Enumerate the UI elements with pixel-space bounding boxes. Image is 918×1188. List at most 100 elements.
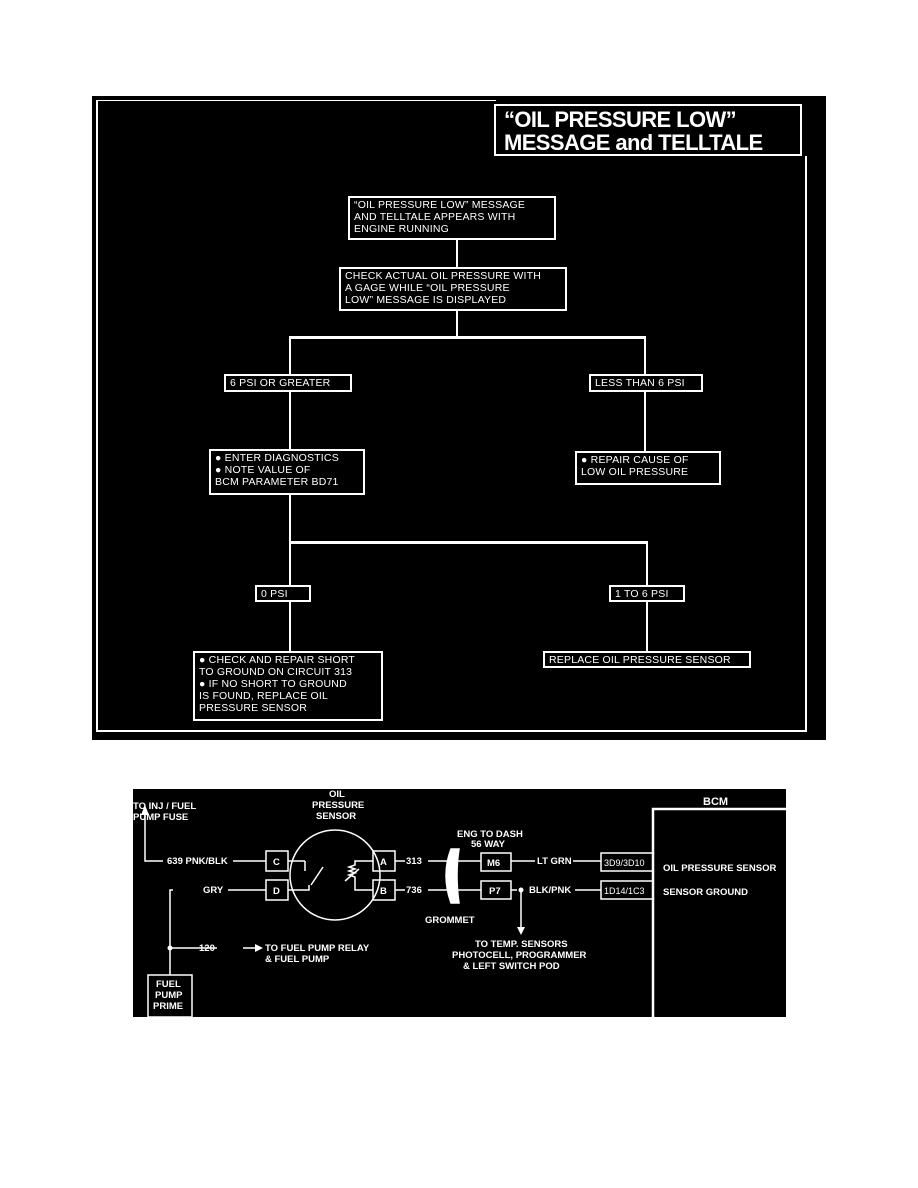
connector-to-one-six: [646, 541, 648, 585]
temp-sensors-label-1: TO TEMP. SENSORS: [475, 939, 568, 950]
branch-1-to-6psi: 1 TO 6 PSI: [609, 585, 685, 602]
repair-line-2: LOW OIL PRESSURE: [581, 466, 689, 478]
diag-line-3: BCM PARAMETER BD71: [215, 476, 339, 488]
start-line-2: AND TELLTALE APPEARS WITH: [354, 211, 516, 223]
short-line-3: ● IF NO SHORT TO GROUND: [199, 678, 347, 690]
grommet-shape: [445, 848, 460, 904]
check-pressure-box: CHECK ACTUAL OIL PRESSURE WITH A GAGE WH…: [339, 267, 567, 311]
pin-m6-label: M6: [487, 858, 500, 869]
pin-d-label: D: [273, 886, 280, 897]
relay-arrow-icon: [255, 944, 263, 952]
repair-line-1: ● REPAIR CAUSE OF: [581, 454, 689, 466]
fuel-pump-relay-label-1: TO FUEL PUMP RELAY: [265, 943, 370, 954]
wiring-diagram-panel: TO INJ / FUEL PUMP FUSE OIL PRESSURE SEN…: [133, 789, 786, 1017]
replace-sensor-box: REPLACE OIL PRESSURE SENSOR: [543, 651, 751, 668]
wire-639-label: 639 PNK/BLK: [167, 856, 228, 867]
connector-branch2-horizontal: [289, 541, 648, 544]
panel-bottom-border: [96, 730, 807, 732]
short-line-5: PRESSURE SENSOR: [199, 702, 308, 714]
start-condition-box: “OIL PRESSURE LOW” MESSAGE AND TELLTALE …: [348, 196, 556, 240]
start-line-1: “OIL PRESSURE LOW” MESSAGE: [354, 199, 526, 211]
replace-sensor-label: REPLACE OIL PRESSURE SENSOR: [549, 654, 731, 666]
fuel-pump-prime-label-1: FUEL: [156, 979, 181, 990]
fuel-pump-prime-label-3: PRIME: [153, 1001, 183, 1012]
repair-low-pressure-box: ● REPAIR CAUSE OF LOW OIL PRESSURE: [575, 451, 721, 485]
connector-lt-repair: [644, 391, 646, 451]
connector-ge-diagnostics: [289, 391, 291, 449]
title-line-1: “OIL PRESSURE LOW”: [504, 107, 737, 132]
temp-sensors-label-3: & LEFT SWITCH POD: [463, 961, 560, 972]
pin-a-label: A: [380, 857, 387, 868]
splice-dot-120: [167, 945, 173, 951]
fuse-arrow-icon: [141, 805, 149, 815]
fuse-label-1: TO INJ / FUEL: [133, 801, 196, 812]
pin-c-label: C: [273, 857, 280, 868]
bcm-pin-1-label: 3D9/3D10: [604, 858, 645, 868]
panel-left-border: [96, 100, 98, 732]
wiring-diagram: TO INJ / FUEL PUMP FUSE OIL PRESSURE SEN…: [133, 789, 786, 1017]
short-line-2: TO GROUND ON CIRCUIT 313: [199, 666, 353, 678]
fuse-label-2: PUMP FUSE: [133, 812, 188, 823]
wire-gry-line: [169, 889, 266, 975]
oil-pressure-sensor-label: OIL PRESSURE SENSOR: [663, 863, 776, 874]
branch-zero-label: 0 PSI: [261, 588, 288, 600]
temp-sensors-label-2: PHOTOCELL, PROGRAMMER: [452, 950, 587, 961]
diag-line-1: ● ENTER DIAGNOSTICS: [215, 452, 339, 464]
branch-6psi-or-greater: 6 PSI OR GREATER: [224, 374, 352, 392]
connector-label-2: 56 WAY: [471, 839, 506, 850]
sensor-resistor: [344, 860, 373, 891]
check-line-1: CHECK ACTUAL OIL PRESSURE WITH: [345, 270, 542, 282]
start-line-3: ENGINE RUNNING: [354, 223, 449, 235]
check-short-box: ● CHECK AND REPAIR SHORT TO GROUND ON CI…: [193, 651, 383, 721]
pin-m6-box: [480, 852, 512, 872]
branch-ge-label: 6 PSI OR GREATER: [230, 377, 331, 389]
check-line-2: A GAGE WHILE “OIL PRESSURE: [345, 282, 510, 294]
sensor-label-1: OIL: [329, 789, 345, 800]
short-line-4: IS FOUND, REPLACE OIL: [199, 690, 329, 702]
fuel-pump-prime-box: [147, 974, 193, 1017]
bcm-housing: [651, 807, 786, 1017]
sensor-switch: [288, 860, 324, 891]
branch-0psi: 0 PSI: [255, 585, 311, 602]
flowchart-panel: “OIL PRESSURE LOW” MESSAGE and TELLTALE …: [92, 96, 826, 740]
circuit-313-label: 313: [406, 856, 422, 867]
wire-gry-label: GRY: [203, 885, 224, 896]
sensor-label-2: PRESSURE: [312, 800, 364, 811]
pin-p7-label: P7: [489, 886, 501, 897]
title-line-2: MESSAGE and TELLTALE: [504, 130, 763, 155]
connector-one-six-replace: [646, 601, 648, 651]
fuel-pump-relay-label-2: & FUEL PUMP: [265, 954, 330, 965]
bcm-pin-2-label: 1D14/1C3: [604, 886, 645, 896]
panel-right-border: [805, 156, 807, 732]
branch-one-six-label: 1 TO 6 PSI: [615, 588, 669, 600]
panel-top-border: [96, 100, 496, 101]
connector-start-check: [456, 239, 458, 267]
pin-b-label: B: [380, 886, 387, 897]
connector-label-1: ENG TO DASH: [457, 829, 523, 840]
splice-dot-ground: [518, 887, 524, 893]
connector-to-zero: [289, 541, 291, 585]
connector-branch-horizontal: [289, 336, 646, 339]
sensor-body: [289, 829, 381, 921]
temp-arrow-icon: [517, 927, 525, 935]
circuit-120-label: 120: [199, 943, 215, 954]
circuit-736-label: 736: [406, 885, 422, 896]
short-line-1: ● CHECK AND REPAIR SHORT: [199, 654, 356, 666]
connector-diagnostics-down: [289, 495, 291, 543]
connector-zero-check: [289, 601, 291, 651]
diag-line-2: ● NOTE VALUE OF: [215, 464, 311, 476]
branch-lt-label: LESS THAN 6 PSI: [595, 377, 685, 389]
branch-less-than-6psi: LESS THAN 6 PSI: [589, 374, 703, 392]
enter-diagnostics-box: ● ENTER DIAGNOSTICS ● NOTE VALUE OF BCM …: [209, 449, 365, 495]
bcm-label: BCM: [703, 796, 728, 808]
connector-to-lt: [644, 336, 646, 374]
flowchart-title: “OIL PRESSURE LOW” MESSAGE and TELLTALE: [494, 104, 802, 156]
fuse-wire: [144, 813, 163, 862]
fuel-pump-prime-label-2: PUMP: [155, 990, 183, 1001]
sensor-label-3: SENSOR: [316, 811, 356, 822]
sensor-ground-label: SENSOR GROUND: [663, 887, 748, 898]
wire-lt-grn-label: LT GRN: [537, 856, 572, 867]
connector-to-ge: [289, 336, 291, 374]
wire-blk-pnk-label: BLK/PNK: [529, 885, 571, 896]
connector-check-branch: [456, 310, 458, 338]
